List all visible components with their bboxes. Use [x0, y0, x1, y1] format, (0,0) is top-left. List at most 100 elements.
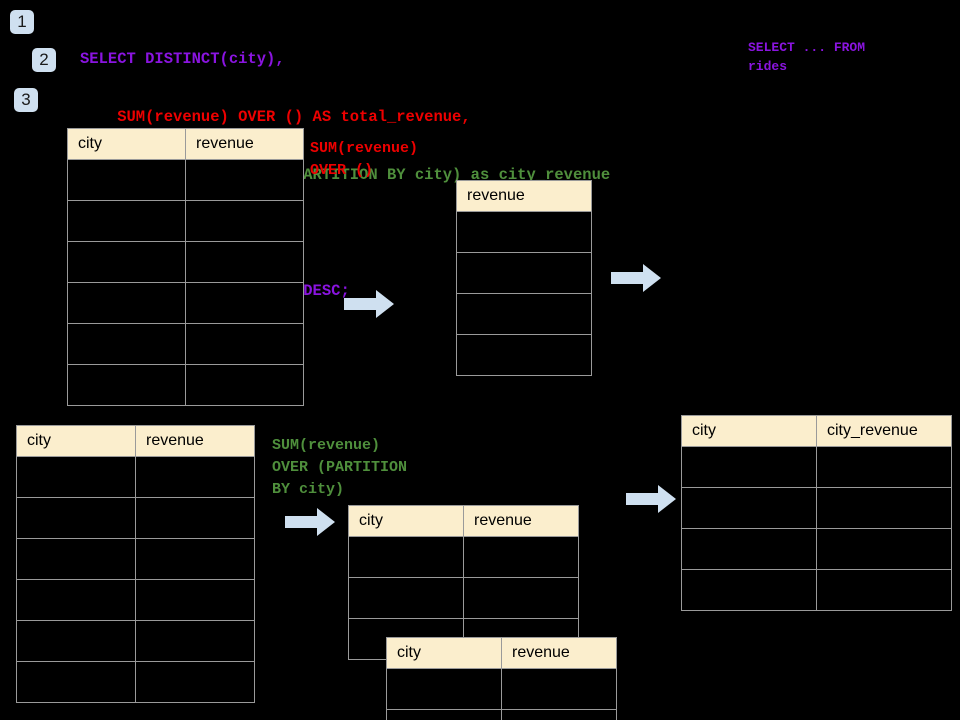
table-cell: [67, 200, 186, 242]
column-header-revenue: revenue: [463, 505, 579, 537]
table-cell: [386, 709, 502, 720]
column-header-city: city: [681, 415, 817, 447]
table-cell: [135, 661, 255, 703]
table-header-row: city revenue: [67, 128, 304, 160]
table-cell: [501, 668, 617, 710]
table-header-row: city revenue: [386, 637, 617, 669]
column-header-revenue: revenue: [501, 637, 617, 669]
table-row: [456, 334, 592, 376]
table-cell: [456, 211, 592, 253]
table-cell: [135, 538, 255, 580]
table-row: [16, 661, 255, 703]
step-badge-3: 3: [14, 88, 38, 112]
table-cell: [348, 536, 464, 578]
table-cell: [816, 528, 952, 570]
table-header-row: city revenue: [348, 505, 579, 537]
table-cell: [16, 456, 136, 498]
table-row: [67, 241, 304, 283]
table-row: [456, 211, 592, 253]
table-row: [67, 364, 304, 406]
table-cell: [816, 446, 952, 488]
step-badge-1: 1: [10, 10, 34, 34]
table-cell: [67, 159, 186, 201]
table-header-row: revenue: [456, 180, 592, 212]
table-cell: [816, 569, 952, 611]
arrow-source-to-partition: [285, 508, 335, 536]
rides-source-table-partition: city revenue: [16, 425, 255, 703]
arrow-partition-to-result: [626, 485, 676, 513]
table-row: [681, 446, 952, 488]
table-row: [456, 293, 592, 335]
column-header-city: city: [67, 128, 186, 160]
column-header-city-revenue: city_revenue: [816, 415, 952, 447]
table-cell: [185, 159, 304, 201]
table-row: [67, 200, 304, 242]
table-cell: [16, 538, 136, 580]
sql-line-select: SELECT DISTINCT(city),: [80, 50, 285, 68]
final-result-table: city city_revenue: [681, 415, 952, 611]
table-cell: [135, 456, 255, 498]
table-cell: [463, 536, 579, 578]
column-header-revenue: revenue: [135, 425, 255, 457]
table-cell: [681, 569, 817, 611]
table-cell: [135, 620, 255, 662]
table-cell: [681, 487, 817, 529]
table-cell: [135, 579, 255, 621]
annotation-sum-over-empty: SUM(revenue) OVER (): [310, 140, 419, 179]
partition-group-table-back: city revenue: [348, 505, 579, 660]
column-header-city: city: [16, 425, 136, 457]
table-cell: [67, 364, 186, 406]
table-row: [67, 159, 304, 201]
column-header-city: city: [386, 637, 502, 669]
table-cell: [185, 282, 304, 324]
table-cell: [67, 241, 186, 283]
table-row: [16, 620, 255, 662]
table-row: [456, 252, 592, 294]
table-row: [16, 538, 255, 580]
table-row: [348, 536, 579, 578]
table-cell: [681, 446, 817, 488]
table-row: [386, 668, 617, 710]
table-row: [681, 487, 952, 529]
table-row: [67, 282, 304, 324]
table-cell: [456, 334, 592, 376]
table-cell: [386, 668, 502, 710]
table-cell: [16, 620, 136, 662]
table-cell: [16, 661, 136, 703]
column-header-city: city: [348, 505, 464, 537]
annotation-select-from-rides: SELECT ... FROM rides: [748, 40, 866, 74]
annotation-sum-over-partition: SUM(revenue) OVER (PARTITION BY city): [272, 437, 408, 498]
table-row: [386, 709, 617, 720]
table-cell: [456, 293, 592, 335]
table-cell: [348, 577, 464, 619]
table-cell: [456, 252, 592, 294]
table-cell: [185, 200, 304, 242]
table-row: [348, 577, 579, 619]
column-header-revenue: revenue: [456, 180, 592, 212]
partition-group-table-front: city revenue: [386, 637, 617, 720]
table-cell: [185, 364, 304, 406]
step-badge-2: 2: [32, 48, 56, 72]
table-row: [16, 579, 255, 621]
table-row: [16, 456, 255, 498]
table-cell: [16, 497, 136, 539]
table-cell: [681, 528, 817, 570]
table-cell: [16, 579, 136, 621]
table-cell: [463, 577, 579, 619]
rides-source-table: city revenue: [67, 128, 304, 406]
table-cell: [816, 487, 952, 529]
table-cell: [185, 323, 304, 365]
table-header-row: city city_revenue: [681, 415, 952, 447]
table-header-row: city revenue: [16, 425, 255, 457]
table-row: [67, 323, 304, 365]
table-row: [681, 569, 952, 611]
table-row: [16, 497, 255, 539]
table-cell: [67, 282, 186, 324]
arrow-total-to-result: [611, 264, 661, 292]
table-cell: [185, 241, 304, 283]
table-cell: [135, 497, 255, 539]
column-header-revenue: revenue: [185, 128, 304, 160]
table-cell: [67, 323, 186, 365]
arrow-source-to-total: [344, 290, 394, 318]
